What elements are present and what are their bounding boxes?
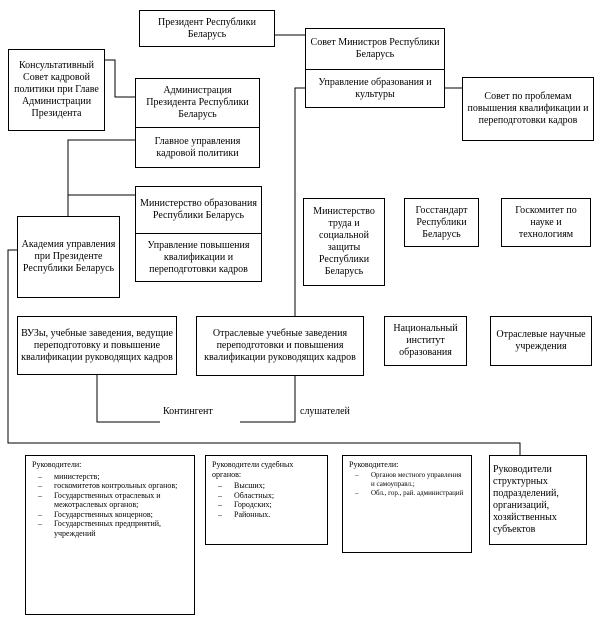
heads-ministries-list: министерств; госкомитетов контрольных ор… xyxy=(32,472,188,539)
heads-local-head: Руководители: xyxy=(349,460,399,469)
heads-ministries-head: Руководители: xyxy=(32,460,82,469)
connector-academy-left xyxy=(7,249,521,455)
connector-admin-advisory xyxy=(105,59,135,98)
president-box: Президент Республики Беларусь xyxy=(139,10,275,47)
ministry-of-education-title: Министерство образования Республики Бела… xyxy=(140,198,257,221)
universities-label: ВУЗы, учебные заведения, ведущие перепод… xyxy=(21,327,173,363)
list-item: министерств; xyxy=(32,472,188,482)
personnel-policy-department: Главное управления кадровой политики xyxy=(154,135,241,159)
connector-council-trunk xyxy=(294,87,307,316)
qualification-department: Управление повышения квалификации и пере… xyxy=(147,239,250,275)
academy-label: Академия управления при Президенте Респу… xyxy=(21,239,116,274)
ministry-of-labour-label: Министерство труда и социальной защиты Р… xyxy=(313,206,375,277)
academy-box: Академия управления при Президенте Респу… xyxy=(17,216,120,298)
heads-structural-label: Руководители структурных подразделений, … xyxy=(493,464,559,535)
ministry-of-education-box: Министерство образования Республики Бела… xyxy=(135,186,262,282)
sectoral-research-box: Отраслевые научные учреждения xyxy=(490,316,592,366)
administration-box: Администрация Президента Республики Бела… xyxy=(135,78,260,168)
heads-courts-list: Высших; Областных; Городских; Районных. xyxy=(212,481,321,519)
heads-local-box: Руководители: Органов местного управлени… xyxy=(342,455,472,553)
administration-title: Администрация Президента Республики Бела… xyxy=(146,85,249,120)
contingent-label-right: слушателей xyxy=(300,406,350,417)
advisory-council-box: Консультативный Совет кадровой политики … xyxy=(8,49,105,131)
universities-box: ВУЗы, учебные заведения, ведущие перепод… xyxy=(17,316,177,375)
national-institute-label: Национальный институт образования xyxy=(393,323,458,358)
qualification-council-label: Совет по проблемам повышения квалификаци… xyxy=(467,91,589,126)
list-item: госкомитетов контрольных органов; xyxy=(32,481,188,491)
sectoral-research-label: Отраслевые научные учреждения xyxy=(496,329,586,352)
connector-admin-down xyxy=(67,139,135,195)
education-culture-department: Управление образования и культуры xyxy=(318,76,432,100)
list-item: Государственных концернов; xyxy=(32,510,188,520)
council-of-ministers-title: Совет Министров Республики Беларусь xyxy=(310,37,440,60)
heads-courts-head: Руководители судебных органов: xyxy=(212,460,294,479)
list-item: Обл., гор., рай. администраций xyxy=(349,489,465,498)
ministry-of-labour-box: Министерство труда и социальной защиты Р… xyxy=(303,198,385,286)
advisory-council-label: Консультативный Совет кадровой политики … xyxy=(14,60,99,119)
president-label: Президент Республики Беларусь xyxy=(158,16,256,40)
contingent-label-left: Контингент xyxy=(163,406,213,417)
heads-structural-box: Руководители структурных подразделений, … xyxy=(489,455,587,545)
list-item: Государственных отраслевых и межотраслев… xyxy=(32,491,188,510)
qualification-council-box: Совет по проблемам повышения квалификаци… xyxy=(462,77,594,141)
connector-sectoral-down xyxy=(240,376,296,423)
list-item: Городских; xyxy=(212,500,321,510)
list-item: Государственных предприятий, учреждений xyxy=(32,519,188,538)
state-committee-science-box: Госкомитет по науке и технологиям xyxy=(501,198,591,247)
council-of-ministers-box: Совет Министров Республики Беларусь Упра… xyxy=(305,28,445,108)
heads-courts-box: Руководители судебных органов: Высших; О… xyxy=(205,455,328,545)
heads-local-list: Органов местного управления и самоуправл… xyxy=(349,471,465,498)
state-committee-science-label: Госкомитет по науке и технологиям xyxy=(515,204,577,240)
heads-ministries-box: Руководители: министерств; госкомитетов … xyxy=(25,455,195,615)
list-item: Областных; xyxy=(212,491,321,501)
gosstandart-label: Госстандарт Республики Беларусь xyxy=(415,204,468,240)
sectoral-institutions-box: Отраслевые учебные заведения переподгото… xyxy=(196,316,364,376)
gosstandart-box: Госстандарт Республики Беларусь xyxy=(404,198,479,247)
connector-universities-down xyxy=(96,375,160,423)
list-item: Районных. xyxy=(212,510,321,520)
national-institute-box: Национальный институт образования xyxy=(384,316,467,366)
sectoral-institutions-label: Отраслевые учебные заведения переподгото… xyxy=(204,328,356,363)
list-item: Органов местного управления и самоуправл… xyxy=(349,471,465,489)
list-item: Высших; xyxy=(212,481,321,491)
